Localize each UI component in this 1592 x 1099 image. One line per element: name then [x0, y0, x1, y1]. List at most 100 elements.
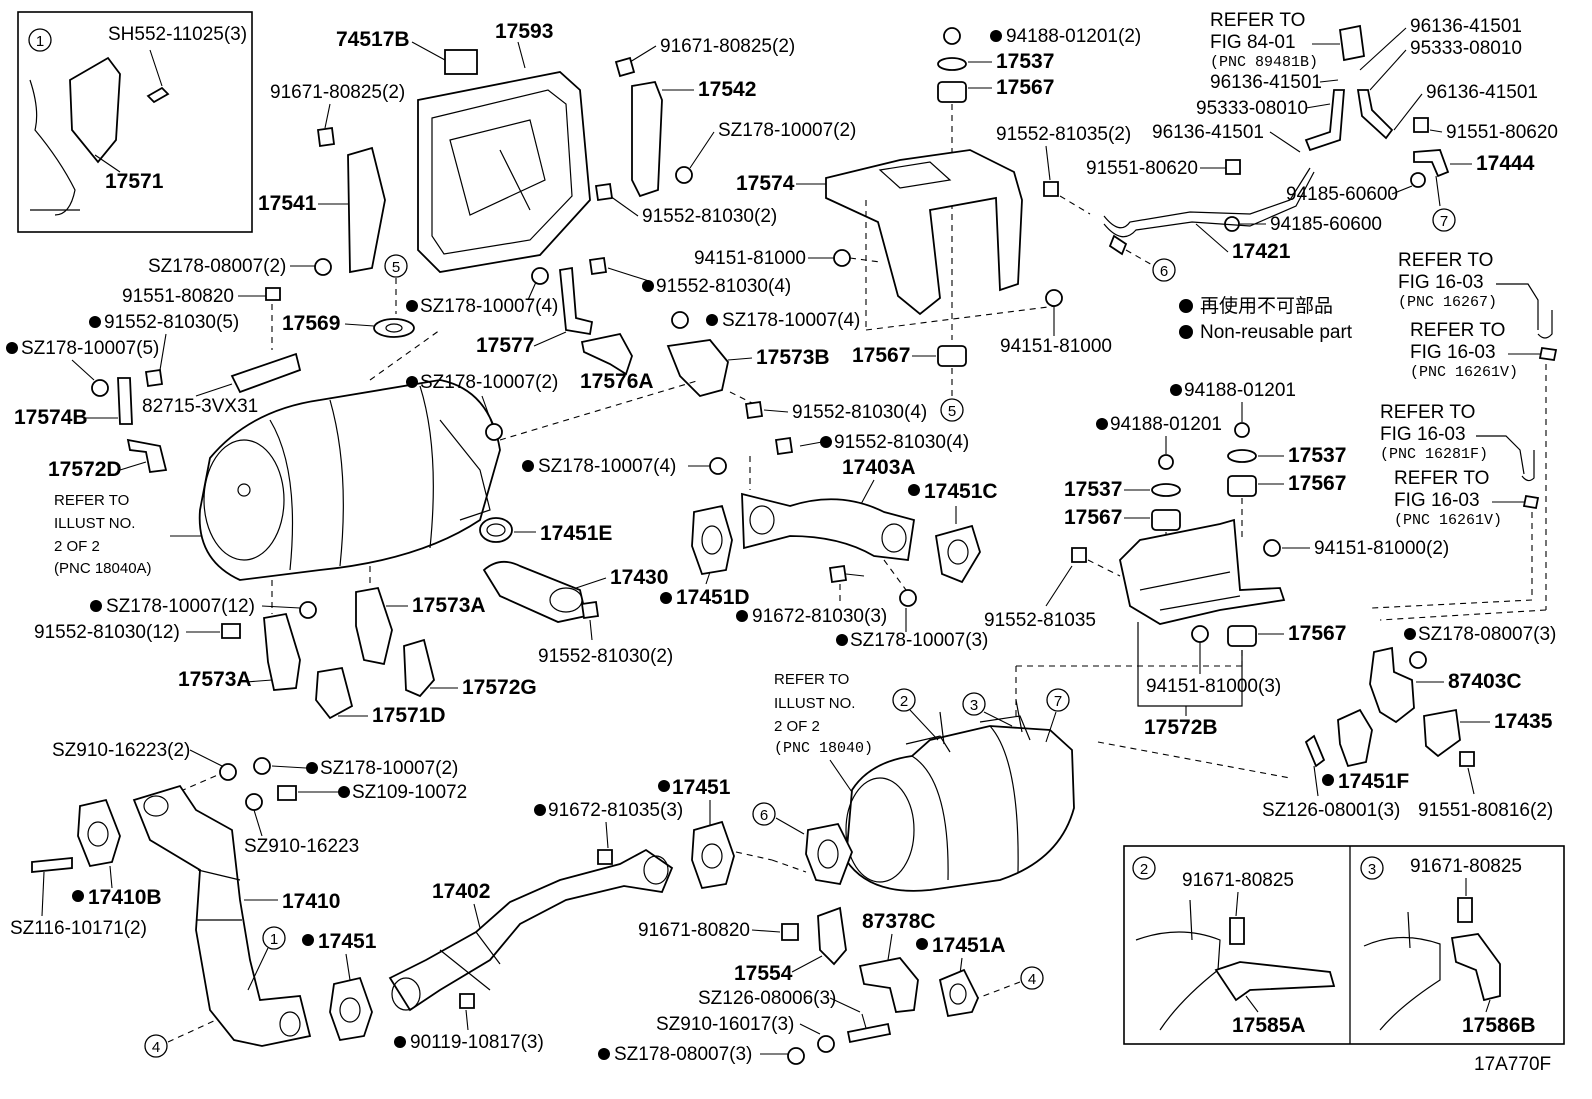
label-ref1603-2b[interactable]: FIG 16-03: [1410, 342, 1496, 363]
label-17537-c[interactable]: 17537: [1064, 478, 1122, 501]
label-17571[interactable]: 17571: [105, 170, 164, 193]
label-96136-41501-b[interactable]: 96136-41501: [1210, 72, 1322, 93]
label-inset3-91671-80825[interactable]: 91671-80825: [1410, 856, 1522, 877]
label-17567-c[interactable]: 17567: [1064, 506, 1122, 529]
label-91552-81030-4a[interactable]: 91552-81030(4): [656, 276, 791, 297]
label-sz178-08007-3a[interactable]: SZ178-08007(3): [1418, 624, 1556, 645]
label-sz116-10171-2[interactable]: SZ116-10171(2): [10, 918, 147, 939]
label-91672-81030-3[interactable]: 91672-81030(3): [752, 606, 887, 627]
label-96136-41501-a[interactable]: 96136-41501: [1410, 16, 1522, 37]
label-17430[interactable]: 17430: [610, 566, 668, 589]
label-91551-80620-a[interactable]: 91551-80620: [1086, 158, 1198, 179]
label-94188-01201-2[interactable]: 94188-01201(2): [1006, 26, 1141, 47]
label-sz178-10007-2c[interactable]: SZ178-10007(2): [320, 758, 458, 779]
label-91551-80816-2[interactable]: 91551-80816(2): [1418, 800, 1553, 821]
label-17542[interactable]: 17542: [698, 78, 756, 101]
label-90119-10817-3[interactable]: 90119-10817(3): [410, 1032, 544, 1053]
label-82715-3vx31[interactable]: 82715-3VX31: [142, 396, 258, 417]
label-94151-81000-b[interactable]: 94151-81000: [1000, 336, 1112, 357]
label-17576a[interactable]: 17576A: [580, 370, 654, 393]
label-refer2-1[interactable]: REFER TO: [774, 671, 849, 688]
label-sz178-08007-3b[interactable]: SZ178-08007(3): [614, 1044, 752, 1065]
label-17541[interactable]: 17541: [258, 192, 317, 215]
label-sz178-10007-12[interactable]: SZ178-10007(12): [106, 596, 255, 617]
label-17451d[interactable]: 17451D: [676, 586, 750, 609]
label-17585a[interactable]: 17585A: [1232, 1014, 1306, 1037]
label-17451e[interactable]: 17451E: [540, 522, 612, 545]
label-91552-81030-2b[interactable]: 91552-81030(2): [538, 646, 673, 667]
label-refer-illust-1[interactable]: REFER TO: [54, 492, 129, 509]
label-17451c[interactable]: 17451C: [924, 480, 998, 503]
label-91551-80820[interactable]: 91551-80820: [122, 286, 234, 307]
label-91552-81030-4c[interactable]: 91552-81030(4): [834, 432, 969, 453]
label-17410b[interactable]: 17410B: [88, 886, 162, 909]
label-94151-81000-2[interactable]: 94151-81000(2): [1314, 538, 1449, 559]
label-17574b[interactable]: 17574B: [14, 406, 88, 429]
label-74517b[interactable]: 74517B: [336, 28, 410, 51]
label-94188-01201-a[interactable]: 94188-01201: [1184, 380, 1296, 401]
label-refer-illust-2[interactable]: ILLUST NO.: [54, 515, 135, 532]
label-17435[interactable]: 17435: [1494, 710, 1553, 733]
label-17554[interactable]: 17554: [734, 962, 793, 985]
label-sz910-16017-3[interactable]: SZ910-16017(3): [656, 1014, 794, 1035]
label-ref1603-2c[interactable]: (PNC 16261V): [1410, 364, 1518, 381]
label-ref1603-2a[interactable]: REFER TO: [1410, 320, 1505, 341]
label-17421[interactable]: 17421: [1232, 240, 1291, 263]
label-17571d[interactable]: 17571D: [372, 704, 446, 727]
label-ref1603-1a[interactable]: REFER TO: [1398, 250, 1493, 271]
label-sz178-10007-4b[interactable]: SZ178-10007(4): [722, 310, 860, 331]
label-ref1603-1b[interactable]: FIG 16-03: [1398, 272, 1484, 293]
label-94188-01201-b[interactable]: 94188-01201: [1110, 414, 1222, 435]
label-17569[interactable]: 17569: [282, 312, 340, 335]
label-17451-a[interactable]: 17451: [318, 930, 377, 953]
label-87403c[interactable]: 87403C: [1448, 670, 1522, 693]
label-17573a-1[interactable]: 17573A: [178, 668, 252, 691]
label-96136-41501-d[interactable]: 96136-41501: [1426, 82, 1538, 103]
label-ref1603-3b[interactable]: FIG 16-03: [1380, 424, 1466, 445]
label-refer2-2[interactable]: ILLUST NO.: [774, 695, 855, 712]
label-91551-80620-b[interactable]: 91551-80620: [1446, 122, 1558, 143]
label-sz126-08001-3[interactable]: SZ126-08001(3): [1262, 800, 1400, 821]
label-sz126-08006-3[interactable]: SZ126-08006(3): [698, 988, 836, 1009]
label-17537-b[interactable]: 17537: [1288, 444, 1346, 467]
label-17451f[interactable]: 17451F: [1338, 770, 1409, 793]
label-17567-mid[interactable]: 17567: [852, 344, 910, 367]
label-refer-illust-3[interactable]: 2 OF 2: [54, 538, 100, 555]
label-91552-81030-12[interactable]: 91552-81030(12): [34, 622, 180, 643]
label-91672-81035-3[interactable]: 91672-81035(3): [548, 800, 683, 821]
label-17410[interactable]: 17410: [282, 890, 340, 913]
label-17573a-2[interactable]: 17573A: [412, 594, 486, 617]
label-91671-80825-a[interactable]: 91671-80825(2): [270, 82, 405, 103]
label-inset2-91671-80825[interactable]: 91671-80825: [1182, 870, 1294, 891]
label-sz178-10007-5[interactable]: SZ178-10007(5): [21, 338, 159, 359]
label-17451-b[interactable]: 17451: [672, 776, 731, 799]
label-ref1603-4a[interactable]: REFER TO: [1394, 468, 1489, 489]
label-refer-84-2[interactable]: FIG 84-01: [1210, 32, 1296, 53]
label-17593[interactable]: 17593: [495, 20, 553, 43]
label-17537-top[interactable]: 17537: [996, 50, 1054, 73]
label-95333-08010-a[interactable]: 95333-08010: [1410, 38, 1522, 59]
label-17403a[interactable]: 17403A: [842, 456, 916, 479]
label-94151-81000-3[interactable]: 94151-81000(3): [1146, 676, 1281, 697]
label-91552-81030-4b[interactable]: 91552-81030(4): [792, 402, 927, 423]
label-refer2-3[interactable]: 2 OF 2: [774, 718, 820, 735]
label-17444[interactable]: 17444: [1476, 152, 1535, 175]
label-sz910-16223[interactable]: SZ910-16223: [244, 836, 359, 857]
label-sz109-10072[interactable]: SZ109-10072: [352, 782, 467, 803]
label-sz178-10007-2a[interactable]: SZ178-10007(2): [718, 120, 856, 141]
label-91552-81035[interactable]: 91552-81035: [984, 610, 1096, 631]
label-91552-81030-2[interactable]: 91552-81030(2): [642, 206, 777, 227]
label-sz178-10007-4c[interactable]: SZ178-10007(4): [538, 456, 676, 477]
label-sz178-08007-2[interactable]: SZ178-08007(2): [148, 256, 286, 277]
label-94185-60600-a[interactable]: 94185-60600: [1286, 184, 1398, 205]
label-17586b[interactable]: 17586B: [1462, 1014, 1536, 1037]
label-sh552-11025[interactable]: SH552-11025(3): [108, 24, 247, 45]
label-17577[interactable]: 17577: [476, 334, 534, 357]
label-sz910-16223-2[interactable]: SZ910-16223(2): [52, 740, 190, 761]
label-96136-41501-c[interactable]: 96136-41501: [1152, 122, 1264, 143]
label-17567-b[interactable]: 17567: [1288, 472, 1346, 495]
label-ref1603-4b[interactable]: FIG 16-03: [1394, 490, 1480, 511]
label-ref1603-3a[interactable]: REFER TO: [1380, 402, 1475, 423]
label-17572g[interactable]: 17572G: [462, 676, 537, 699]
label-95333-08010-b[interactable]: 95333-08010: [1196, 98, 1308, 119]
